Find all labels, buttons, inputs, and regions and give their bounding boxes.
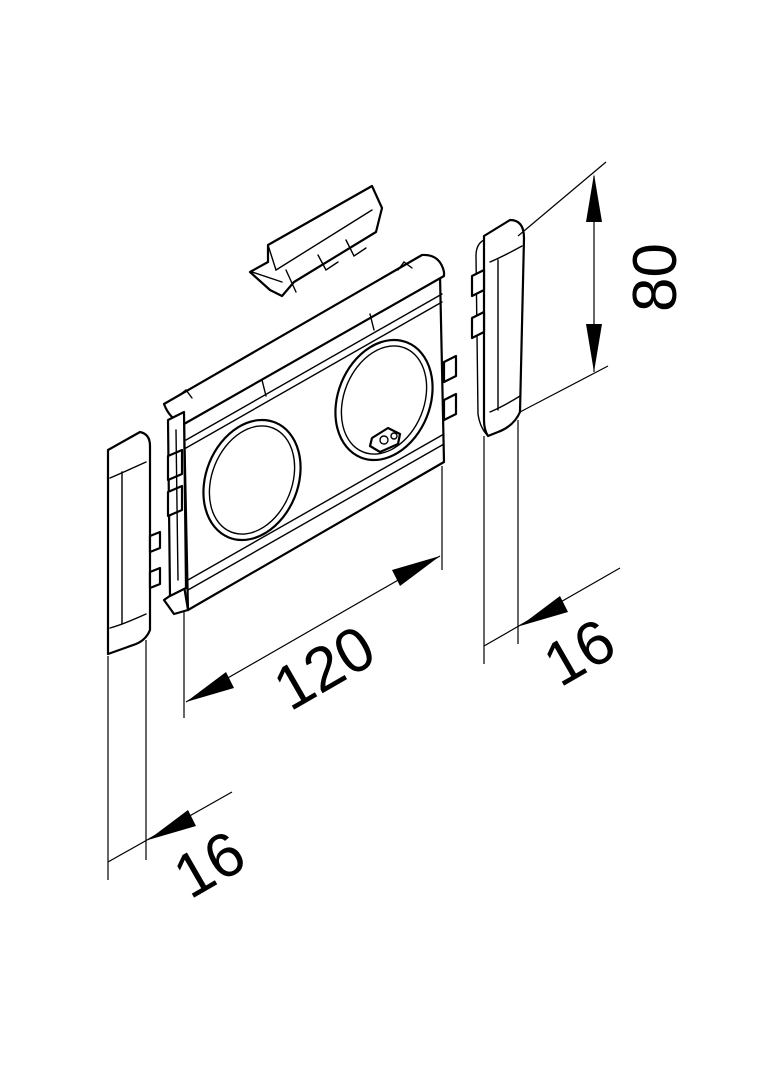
socket-opening-right (334, 338, 434, 462)
dimension-height-label: 80 (621, 243, 690, 312)
socket-opening-left (202, 418, 302, 542)
dimension-width-label: 120 (263, 613, 387, 724)
dimension-left-cap-label: 16 (163, 818, 257, 912)
dimension-height: 80 (517, 161, 690, 413)
dimension-right-cap-depth: 16 (483, 420, 627, 700)
dimension-right-cap-label: 16 (533, 606, 627, 700)
dimension-left-cap-depth: 16 (107, 640, 257, 912)
left-end-cap (106, 430, 162, 656)
right-end-cap (470, 218, 526, 438)
top-clip-cover (248, 184, 384, 298)
central-cover-plate (162, 253, 458, 616)
